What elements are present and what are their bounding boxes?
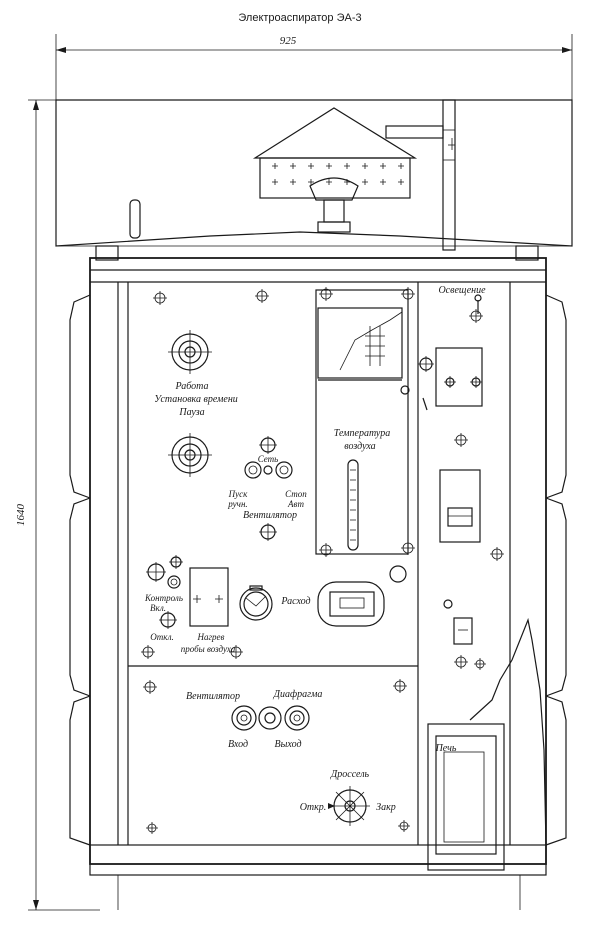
width-dimension-value: 925 [280, 35, 297, 47]
label-work: Работа [175, 381, 209, 392]
cabinet [69, 245, 567, 910]
label-heating-1: Нагрев [197, 632, 225, 642]
work-pause-knob-upper[interactable] [168, 330, 212, 374]
label-lighting: Освещение [438, 285, 486, 296]
mounting-screws [141, 287, 504, 834]
height-dimension: 1640 [15, 99, 100, 911]
label-flow: Расход [280, 596, 310, 607]
label-time-setting: Установка времени [154, 394, 238, 405]
heating-control-group[interactable] [146, 555, 229, 629]
label-diaphragm: Диафрагма [273, 689, 323, 700]
right-panel-fittings [400, 347, 483, 645]
air-temperature-gauge [315, 289, 409, 555]
label-control-2: Вкл. [150, 603, 166, 613]
flow-meter-gauge [239, 585, 273, 621]
label-off: Откл. [150, 632, 174, 642]
label-throttle: Дроссель [330, 769, 370, 780]
label-fan-control: Вентилятор [243, 510, 297, 521]
label-open: Откр. [300, 802, 327, 813]
fan-connector-fitting[interactable] [231, 705, 310, 731]
label-stop-auto-2: Авт [287, 499, 304, 509]
label-oven: Печь [435, 743, 457, 754]
label-heating-2: пробы воздуха [181, 644, 236, 654]
canopy [55, 99, 573, 251]
width-dimension: 925 [55, 34, 573, 100]
work-pause-knob-lower[interactable] [168, 433, 212, 477]
label-air-temp-1: Температура [334, 428, 391, 439]
heater-hood [252, 107, 418, 233]
label-pause: Пауза [178, 407, 204, 418]
label-stop-auto-1: Стоп [285, 489, 307, 499]
label-air-temp-2: воздуха [344, 441, 375, 452]
label-inlet: Вход [228, 739, 248, 750]
label-start-manual-2: ручн. [227, 499, 247, 509]
label-close: Закр [376, 802, 396, 813]
label-control-1: Контроль [144, 593, 183, 603]
label-start-manual-1: Пуск [228, 489, 248, 499]
label-fan: Вентилятор [186, 691, 240, 702]
fan-control-switch-group[interactable] [244, 436, 293, 541]
flow-sensor-box [317, 565, 407, 627]
label-network: Сеть [258, 454, 279, 464]
label-outlet: Выход [275, 739, 302, 750]
drawing-title: Электроаспиратор ЭА-3 [238, 12, 361, 24]
lighting-switch[interactable] [474, 294, 482, 314]
oven-chamber [427, 723, 505, 871]
height-dimension-value: 1640 [15, 504, 27, 527]
throttle-valve-knob[interactable] [328, 786, 370, 826]
